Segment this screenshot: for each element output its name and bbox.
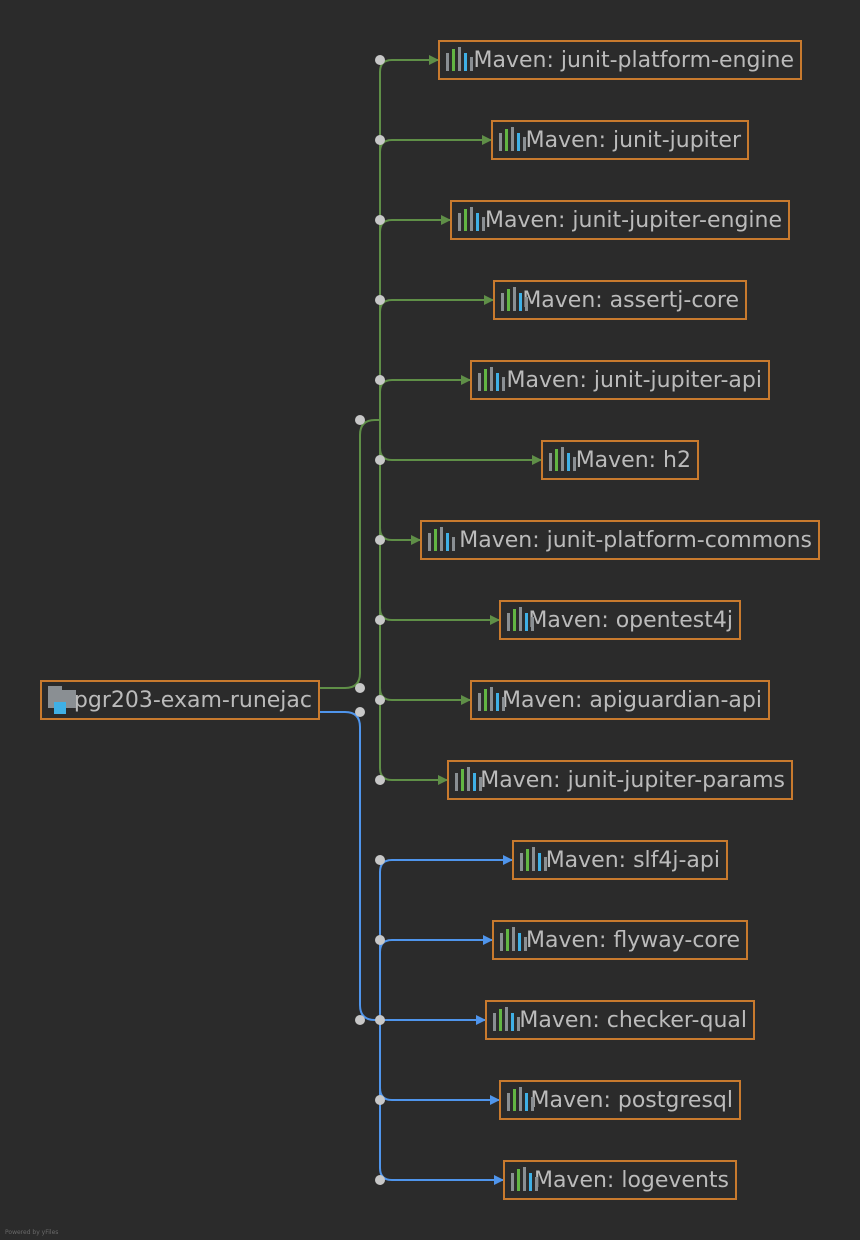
- dependency-node[interactable]: Maven: h2: [541, 440, 699, 480]
- dependency-label: Maven: h2: [575, 447, 691, 473]
- test-dependency-edge: [379, 55, 439, 420]
- edge-junction-dot: [375, 855, 385, 865]
- edge-junction-dot: [375, 775, 385, 785]
- edge-junction-dot: [355, 415, 365, 425]
- test-dependency-edge: [379, 420, 471, 705]
- maven-library-icon: [500, 927, 527, 952]
- maven-library-icon: [446, 47, 473, 72]
- dependency-label: Maven: junit-jupiter-params: [480, 767, 785, 793]
- dependency-node[interactable]: Maven: junit-platform-engine: [438, 40, 802, 80]
- dependency-node[interactable]: Maven: opentest4j: [499, 600, 741, 640]
- dependency-label: Maven: junit-platform-commons: [459, 527, 812, 553]
- root-module-node[interactable]: pgr203-exam-runejac: [40, 680, 320, 720]
- powered-by-watermark: Powered by yFiles: [5, 1229, 59, 1236]
- edge-junction-dot: [375, 935, 385, 945]
- dependency-label: Maven: postgresql: [530, 1087, 733, 1113]
- edge-junction-dot: [375, 615, 385, 625]
- maven-library-icon: [501, 287, 528, 312]
- dependency-label: Maven: junit-jupiter-api: [506, 367, 762, 393]
- dependency-label: Maven: flyway-core: [526, 927, 740, 953]
- maven-library-icon: [478, 687, 505, 712]
- maven-library-icon: [499, 127, 526, 152]
- dependency-label: Maven: slf4j-api: [545, 847, 720, 873]
- test-trunk-edge: [320, 419, 380, 689]
- dependency-node[interactable]: Maven: slf4j-api: [512, 840, 728, 880]
- maven-library-icon: [520, 847, 547, 872]
- dependency-node[interactable]: Maven: junit-jupiter-params: [447, 760, 793, 800]
- edge-junction-dot: [375, 695, 385, 705]
- test-dependency-edge: [379, 420, 542, 465]
- edge-junction-dot: [375, 1175, 385, 1185]
- dependency-node[interactable]: Maven: junit-jupiter-engine: [450, 200, 790, 240]
- dependency-node[interactable]: Maven: apiguardian-api: [470, 680, 770, 720]
- dependency-node[interactable]: Maven: junit-platform-commons: [420, 520, 820, 560]
- root-module-label: pgr203-exam-runejac: [73, 687, 312, 713]
- maven-library-icon: [458, 207, 485, 232]
- test-dependency-edge: [379, 420, 421, 545]
- dependency-label: Maven: opentest4j: [528, 607, 733, 633]
- dependency-node[interactable]: Maven: junit-jupiter-api: [470, 360, 770, 400]
- edge-junction-dot: [375, 455, 385, 465]
- dependency-label: Maven: apiguardian-api: [502, 687, 762, 713]
- edge-junction-dot: [355, 707, 365, 717]
- dependency-label: Maven: assertj-core: [522, 287, 739, 313]
- edge-junction-dot: [375, 375, 385, 385]
- edge-junction-dot: [375, 295, 385, 305]
- maven-library-icon: [428, 527, 455, 552]
- maven-library-icon: [549, 447, 576, 472]
- dependency-node[interactable]: Maven: logevents: [503, 1160, 737, 1200]
- edge-junction-dot: [355, 683, 365, 693]
- edge-junction-dot: [375, 1095, 385, 1105]
- maven-library-icon: [507, 607, 534, 632]
- dependency-node[interactable]: Maven: junit-jupiter: [491, 120, 749, 160]
- edge-junction-dot: [375, 135, 385, 145]
- dependency-node[interactable]: Maven: flyway-core: [492, 920, 748, 960]
- dependency-label: Maven: junit-platform-engine: [473, 47, 795, 73]
- maven-library-icon: [507, 1087, 534, 1112]
- maven-library-icon: [478, 367, 505, 392]
- dependency-label: Maven: junit-jupiter-engine: [485, 207, 782, 233]
- dependency-label: Maven: checker-qual: [519, 1007, 747, 1033]
- edge-junction-dot: [375, 55, 385, 65]
- dependency-label: Maven: junit-jupiter: [525, 127, 741, 153]
- edge-junction-dot: [375, 1015, 385, 1025]
- test-dependency-edge: [379, 215, 451, 420]
- test-dependency-edge: [379, 375, 471, 420]
- test-dependency-edge: [379, 420, 448, 785]
- compile-dependency-edge: [379, 1020, 500, 1105]
- dependency-node[interactable]: Maven: postgresql: [499, 1080, 741, 1120]
- compile-trunk-edge: [320, 711, 380, 1021]
- maven-library-icon: [493, 1007, 520, 1032]
- compile-dependency-edge: [379, 935, 493, 1020]
- dependency-label: Maven: logevents: [533, 1167, 729, 1193]
- edge-junction-dot: [375, 535, 385, 545]
- maven-library-icon: [511, 1167, 538, 1192]
- edge-junction-dot: [355, 1015, 365, 1025]
- edge-junction-dot: [375, 215, 385, 225]
- dependency-node[interactable]: Maven: checker-qual: [485, 1000, 755, 1040]
- dependency-node[interactable]: Maven: assertj-core: [493, 280, 747, 320]
- maven-library-icon: [455, 767, 482, 792]
- module-folder-icon: [48, 686, 76, 714]
